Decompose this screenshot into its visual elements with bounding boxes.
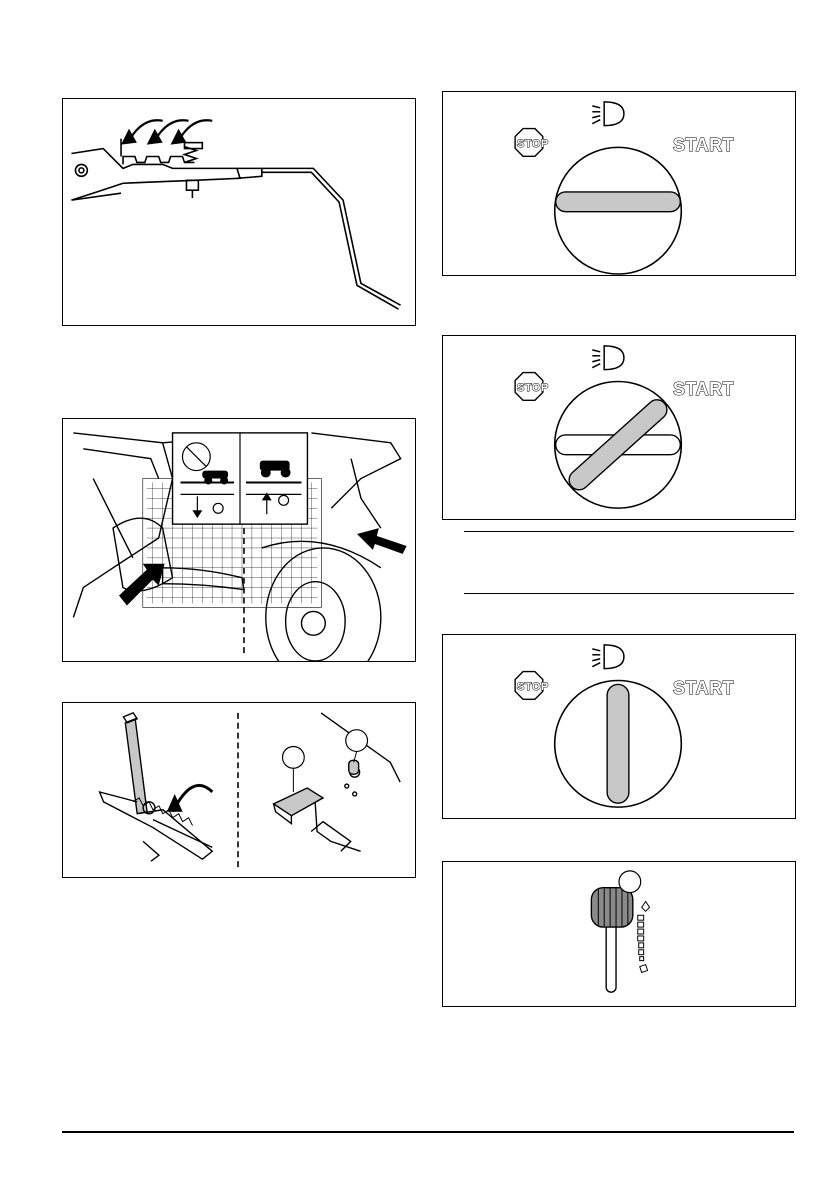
ignition-knob[interactable] (556, 192, 681, 212)
headlight-icon (592, 102, 624, 126)
stop-label: STOP (517, 681, 549, 693)
start-label: START (673, 135, 734, 156)
figure-ignition-run: STOP START (442, 634, 796, 819)
throttle-scale-icon (638, 901, 650, 972)
headlight-icon (592, 645, 624, 669)
note-rule-top (464, 531, 794, 532)
figure-ignition-start: STOP START (442, 335, 796, 520)
figure-deck-lever (62, 418, 416, 662)
figure-ignition-off: STOP START (442, 91, 796, 276)
brake-rod-illustration (63, 99, 415, 325)
throttle-shaft (606, 919, 616, 992)
ignition-knob[interactable] (607, 684, 629, 803)
stop-label: STOP (517, 138, 549, 150)
throttle-knob[interactable] (591, 888, 632, 927)
figure-pedal-lock (62, 702, 416, 878)
deck-lever-illustration (63, 419, 415, 661)
headlight-icon (592, 346, 624, 370)
start-label: START (673, 678, 734, 699)
pedal-lock-illustration (63, 703, 415, 877)
figure-throttle (442, 861, 796, 1007)
footer-rule (62, 1131, 794, 1133)
figure-brake-rod (62, 98, 416, 326)
start-label: START (673, 379, 734, 400)
note-rule-bottom (464, 593, 794, 594)
stop-label: STOP (517, 382, 549, 394)
